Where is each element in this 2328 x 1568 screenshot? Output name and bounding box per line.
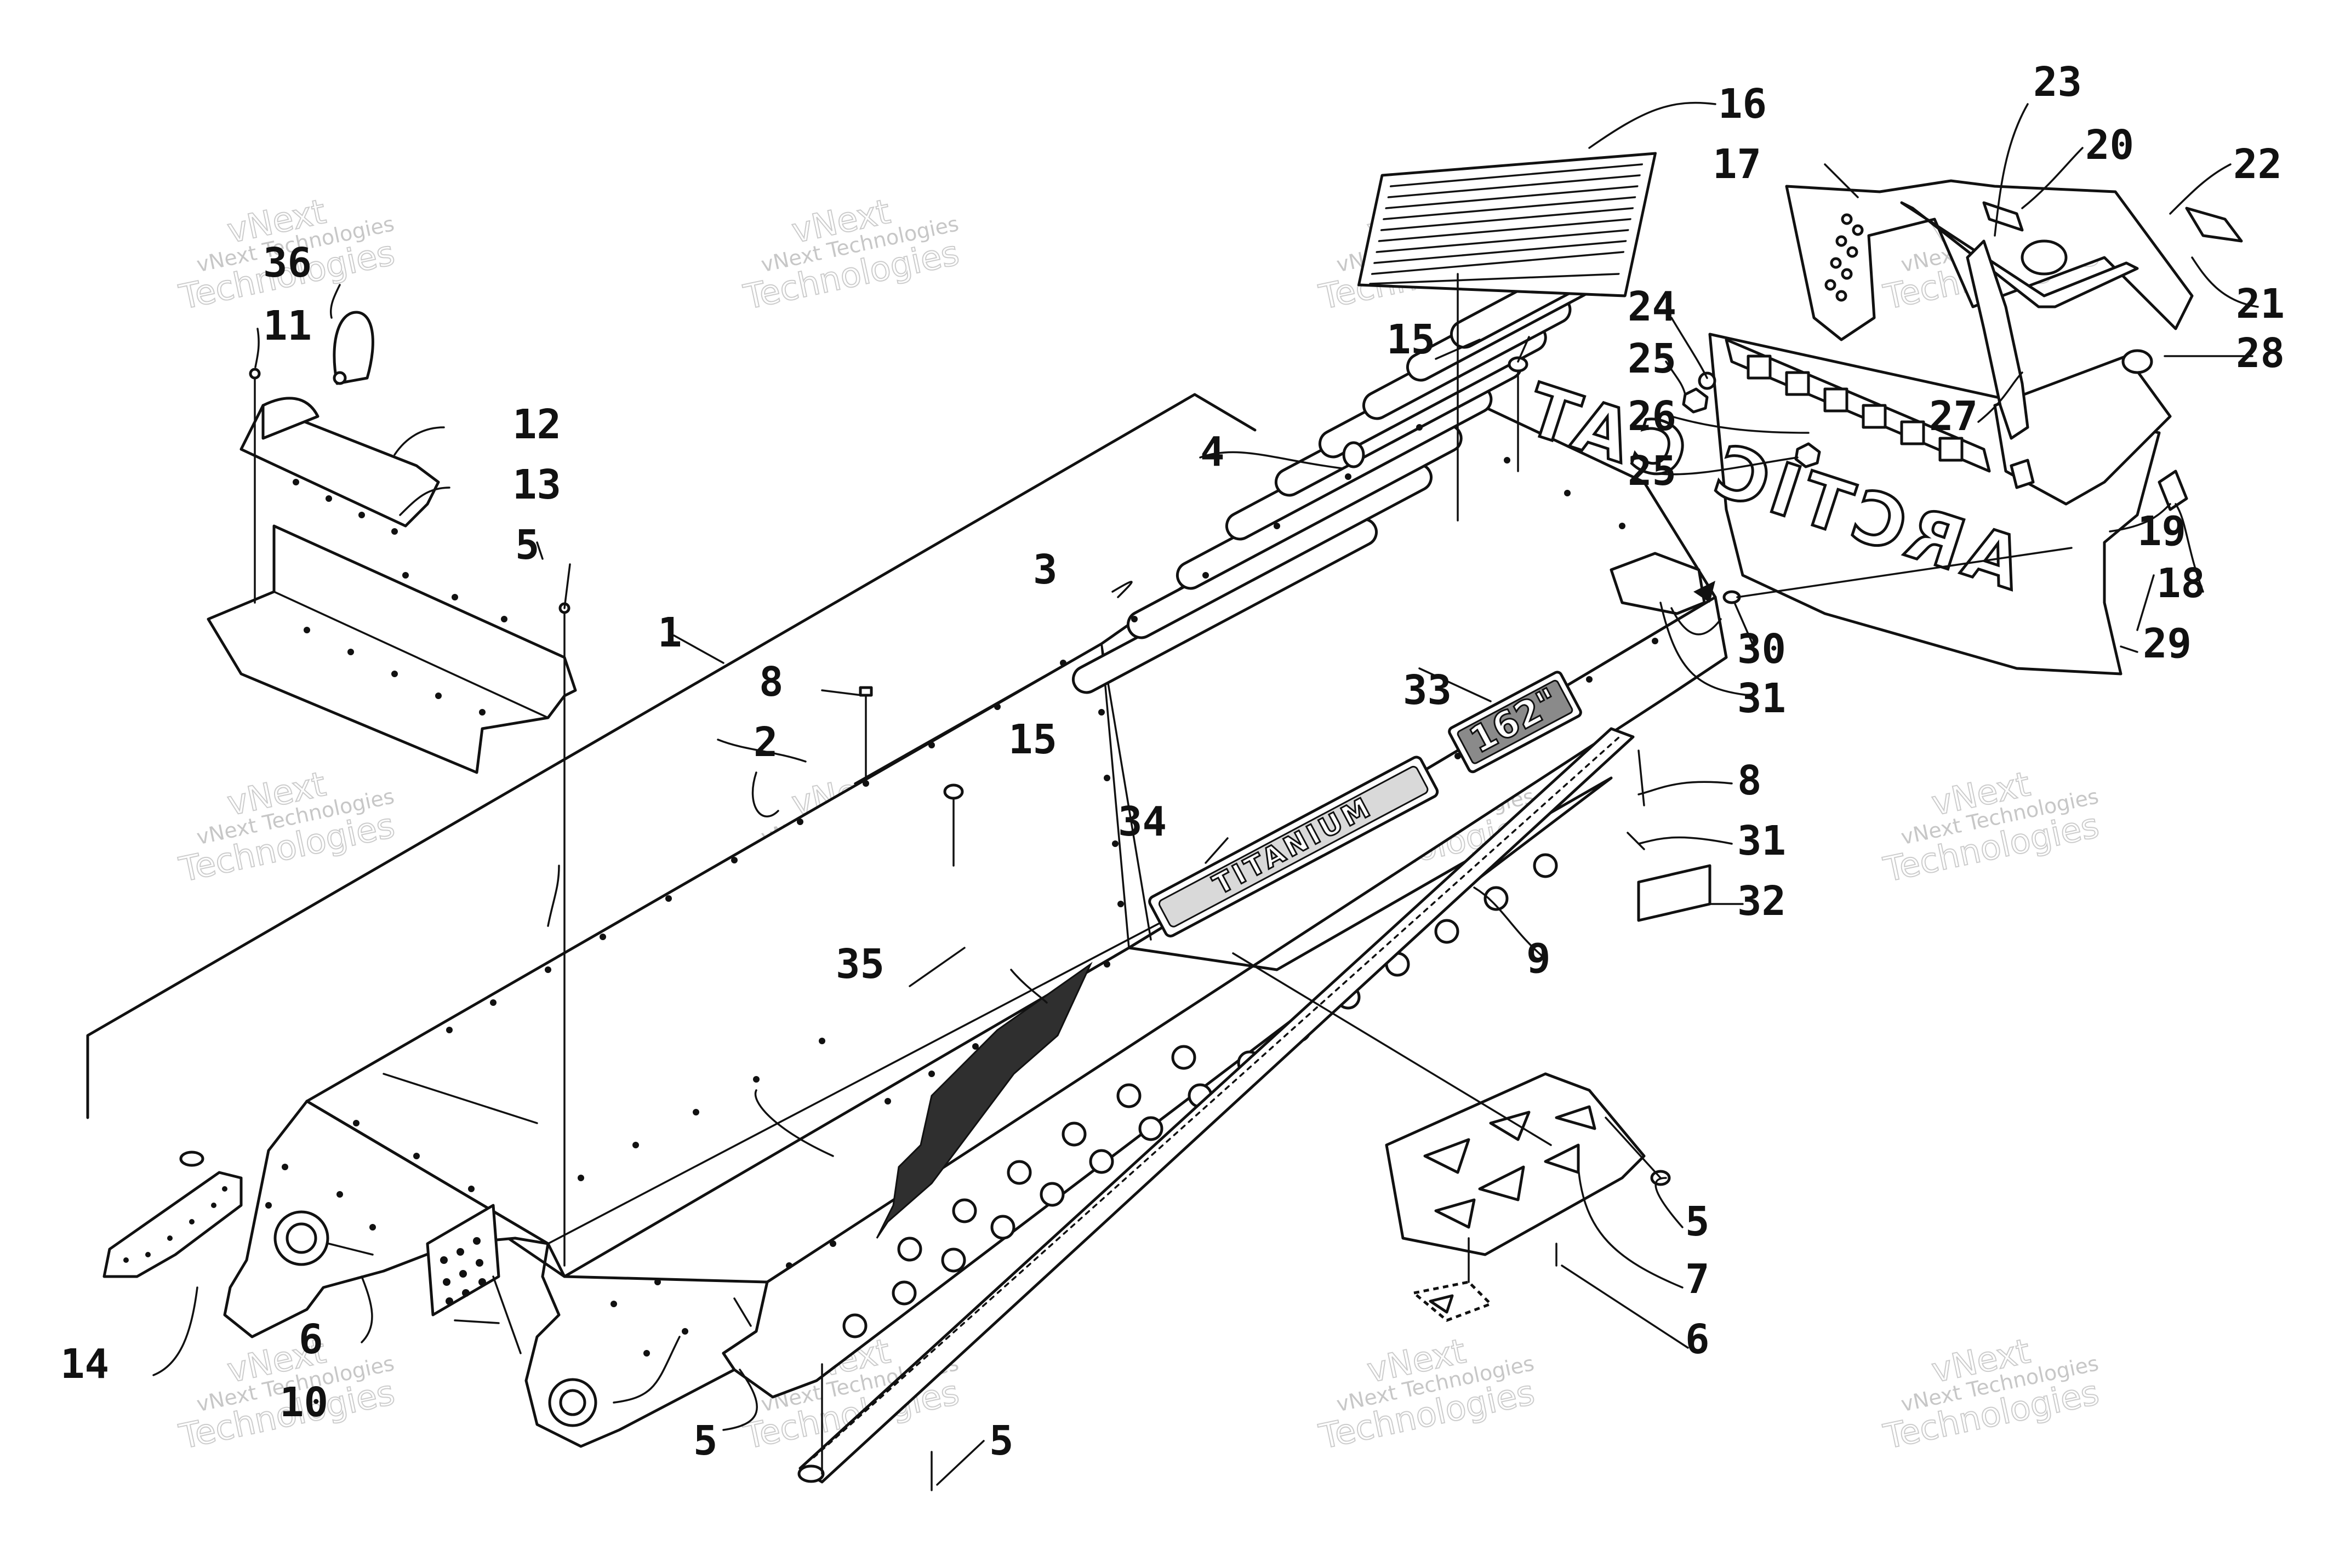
callout-35: 35 <box>836 941 885 988</box>
extrusion-rail <box>797 727 1635 1484</box>
snow-flap-mat <box>1357 152 1657 297</box>
leader-line <box>1605 1117 1662 1179</box>
deck-panel-seam <box>1100 643 1152 941</box>
callout-5-right: 5 <box>1685 1198 1710 1245</box>
rear-bearing-hole <box>559 1389 586 1416</box>
bumper-arrow-marker <box>1693 581 1715 603</box>
watermark: vNext vNext Technologies Technologies <box>1315 1330 1539 1457</box>
watermark: vNext vNext Technologies Technologies <box>1880 763 2103 890</box>
washer <box>179 1151 204 1167</box>
front-cover-assembly <box>207 311 577 1267</box>
callout-30: 30 <box>1737 626 1786 673</box>
leader-line <box>492 1275 522 1354</box>
callout-24: 24 <box>1628 283 1676 330</box>
watermark: vNext vNext Technologies Technologies <box>740 191 963 318</box>
callout-8-left: 8 <box>759 659 784 706</box>
callout-25-bottom: 25 <box>1628 448 1676 495</box>
mat-texture <box>1369 163 1644 285</box>
callout-25-top: 25 <box>1628 335 1676 382</box>
reinforcement-plate <box>426 1204 500 1317</box>
callout-13: 13 <box>512 461 561 508</box>
tunnel-front-nose <box>223 1100 550 1338</box>
leader-line <box>1736 547 2073 598</box>
cooling-slots <box>1071 249 1611 694</box>
clip-fastener <box>333 371 347 385</box>
bumper-vents-left <box>1824 213 1864 302</box>
callout-17: 17 <box>1713 141 1761 188</box>
bumper-crossbar <box>1900 201 2139 308</box>
watermark: vNext vNext Technologies Technologies <box>1880 1330 2103 1457</box>
plate-holes <box>440 1237 486 1305</box>
callout-21: 21 <box>2236 281 2285 328</box>
warning-decal <box>1637 864 1711 922</box>
bumper-end-cap <box>1610 552 1706 615</box>
callout-labels: 1 2 3 4 5 5 5 5 6 6 7 8 8 9 10 11 12 13 … <box>60 59 2285 1464</box>
callout-3: 3 <box>1033 546 1058 593</box>
callout-12: 12 <box>512 401 561 448</box>
callout-20: 20 <box>2085 122 2134 169</box>
footrest-lower-tab <box>1412 1280 1492 1322</box>
fasteners <box>328 356 1645 1491</box>
callout-26: 26 <box>1628 393 1676 440</box>
callout-31-bottom: 31 <box>1737 817 1786 865</box>
reflector <box>2121 349 2153 374</box>
callout-28: 28 <box>2236 330 2285 377</box>
callout-22: 22 <box>2233 141 2282 188</box>
callout-10: 10 <box>279 1379 328 1426</box>
callout-23: 23 <box>2033 59 2082 106</box>
callout-34: 34 <box>1118 798 1167 845</box>
callout-14: 14 <box>60 1341 109 1388</box>
bumper-strap <box>1966 239 2029 440</box>
side-wall-extrusion-holes <box>842 853 1558 1338</box>
end-plate-holes <box>123 1186 227 1263</box>
front-bearing-hole <box>286 1222 317 1254</box>
retainer-clip <box>333 311 374 385</box>
watermark: vNext vNext Technologies Technologies <box>175 763 399 890</box>
callout-33: 33 <box>1403 667 1452 714</box>
deck-fold-line <box>547 886 1229 1245</box>
reflector-decal <box>1982 201 2024 232</box>
callout-29: 29 <box>2143 620 2192 667</box>
callout-11: 11 <box>263 302 312 350</box>
reflector <box>2021 239 2068 276</box>
assembly-bracket-line <box>86 393 1257 1119</box>
callout-7: 7 <box>1685 1256 1710 1303</box>
lower-cover-fold <box>273 591 549 719</box>
callout-32: 32 <box>1737 878 1786 925</box>
callout-1: 1 <box>658 609 682 656</box>
callout-6-right: 6 <box>1685 1316 1710 1363</box>
tunnel-assembly <box>223 249 1728 1448</box>
callout-5-bottom-left: 5 <box>693 1417 718 1464</box>
callout-2: 2 <box>754 719 778 766</box>
callout-27: 27 <box>1929 393 1978 440</box>
callout-16: 16 <box>1718 81 1767 128</box>
footrest-bracket <box>1385 1072 1646 1322</box>
callout-31-top: 31 <box>1737 675 1786 722</box>
reflector-decal <box>2185 207 2243 243</box>
callout-leaders <box>152 101 2259 1486</box>
callout-18: 18 <box>2156 560 2205 607</box>
callout-9: 9 <box>1526 935 1551 982</box>
callout-8-right: 8 <box>1737 757 1762 804</box>
camouflage-decal <box>876 962 1093 1239</box>
callout-15-center: 15 <box>1008 716 1057 763</box>
callout-19: 19 <box>2137 508 2186 555</box>
front-end-plate <box>102 1171 243 1278</box>
rivet-fastener <box>249 368 261 380</box>
callout-36: 36 <box>263 239 312 287</box>
cover-rivets <box>293 479 507 716</box>
callout-5-bottom-center: 5 <box>989 1417 1014 1464</box>
leader-line <box>1232 952 1552 1146</box>
snowflap-mounting-holes <box>1747 354 1964 462</box>
upper-cover-curl <box>261 397 319 440</box>
bumper-hardware <box>1682 371 2188 511</box>
size-decal: 162" <box>1448 671 1582 774</box>
callout-15-top: 15 <box>1386 316 1435 363</box>
callout-5-top-left: 5 <box>515 522 540 569</box>
callout-6-left: 6 <box>299 1316 323 1363</box>
callout-4: 4 <box>1200 428 1225 476</box>
